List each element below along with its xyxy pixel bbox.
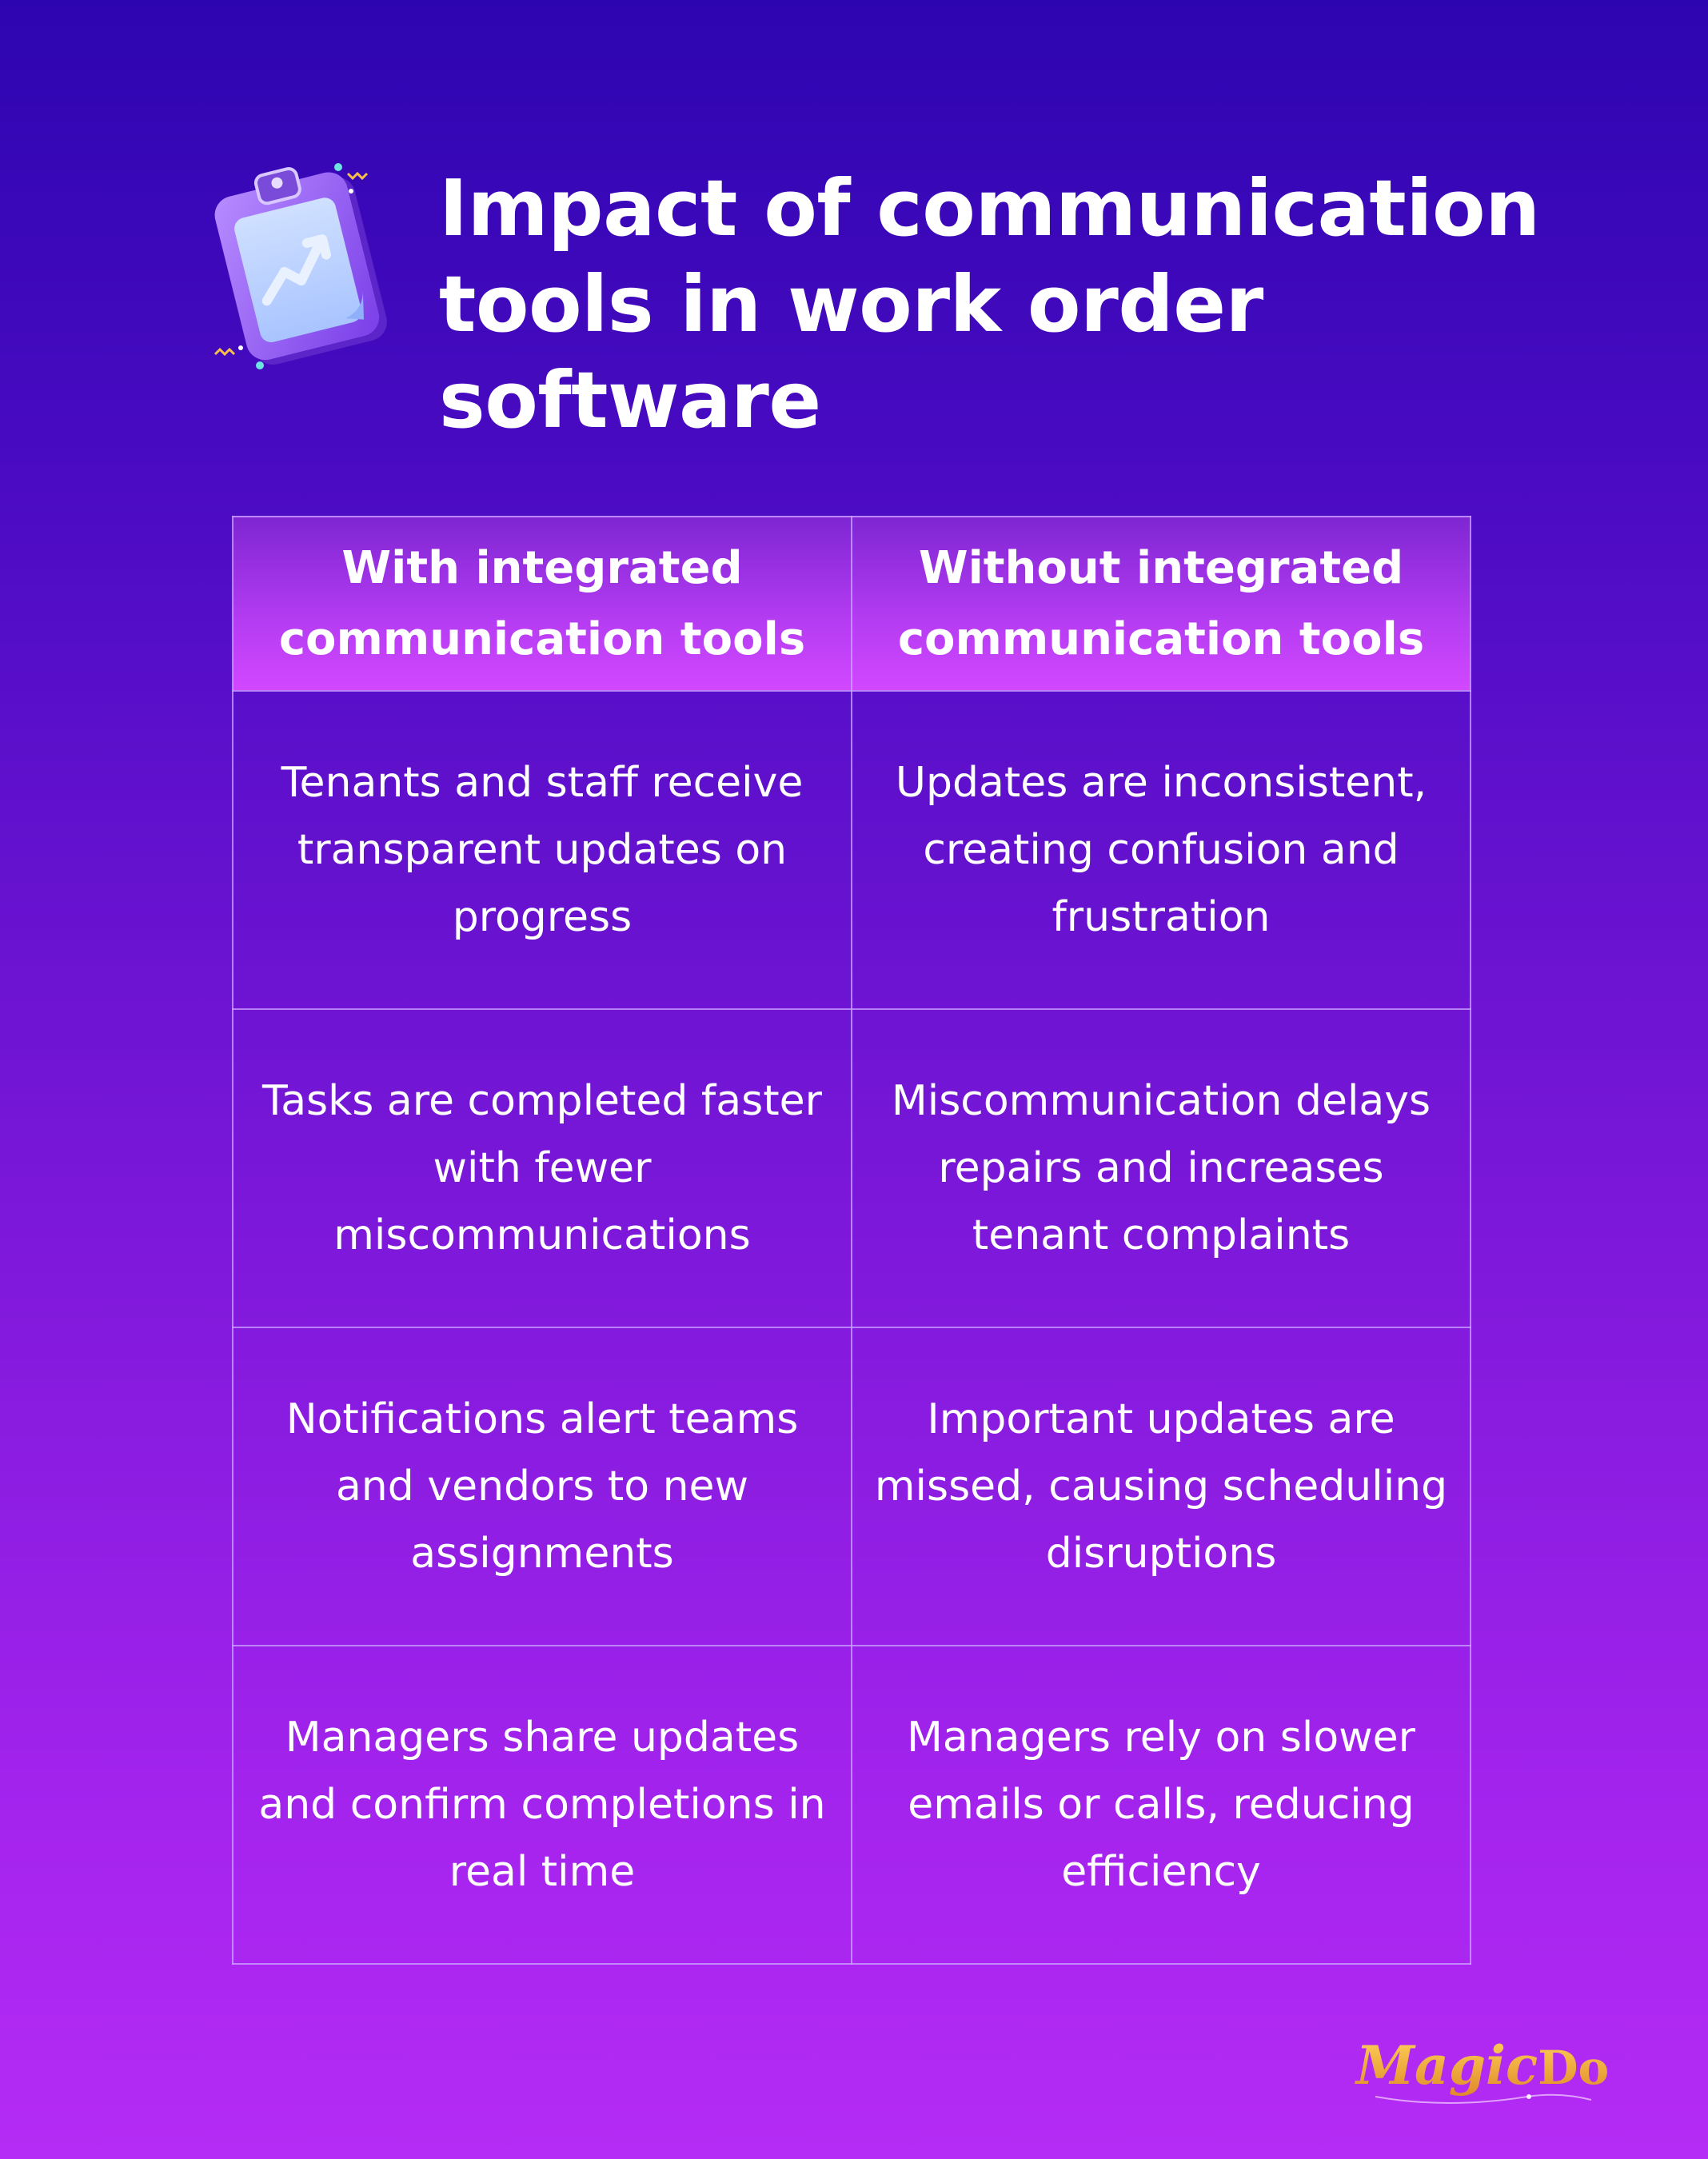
- table-row: Tenants and staff receive transparent up…: [232, 690, 1471, 1010]
- table-cell-with: Managers share updates and confirm compl…: [232, 1645, 852, 1965]
- table-cell-without: Miscommunication delays repairs and incr…: [851, 1008, 1471, 1328]
- table-row: Notifications alert teams and vendors to…: [232, 1327, 1471, 1646]
- column-header-without: Without integrated communication tools: [851, 516, 1471, 692]
- header: Impact of communication tools in work or…: [204, 156, 1563, 445]
- logo-text-door: DooR: [1538, 2041, 1607, 2095]
- magicdoor-logo: MagicDooR: [1355, 2034, 1607, 2104]
- logo-text-magic: Magic: [1355, 2034, 1538, 2097]
- table-cell-with: Notifications alert teams and vendors to…: [232, 1327, 852, 1646]
- title-line-1: Impact of communication: [439, 163, 1540, 253]
- column-header-with: With integrated communication tools: [232, 516, 852, 692]
- clipboard-chart-icon: [214, 163, 387, 369]
- svg-text:MagicDooR: MagicDooR: [1355, 2034, 1607, 2097]
- comparison-table: With integrated communication tools With…: [232, 516, 1471, 1965]
- table-cell-without: Updates are inconsistent, creating confu…: [851, 690, 1471, 1010]
- title-line-2: tools in work order software: [439, 259, 1263, 445]
- table-cell-with: Tasks are completed faster with fewer mi…: [232, 1008, 852, 1328]
- table-cell-with: Tenants and staff receive transparent up…: [232, 690, 852, 1010]
- table-cell-without: Managers rely on slower emails or calls,…: [851, 1645, 1471, 1965]
- table-row: Managers share updates and confirm compl…: [232, 1645, 1471, 1965]
- table-row: Tasks are completed faster with fewer mi…: [232, 1008, 1471, 1328]
- page-title: Impact of communication tools in work or…: [439, 161, 1638, 449]
- table-cell-without: Important updates are missed, causing sc…: [851, 1327, 1471, 1646]
- table-header-row: With integrated communication tools With…: [232, 516, 1471, 692]
